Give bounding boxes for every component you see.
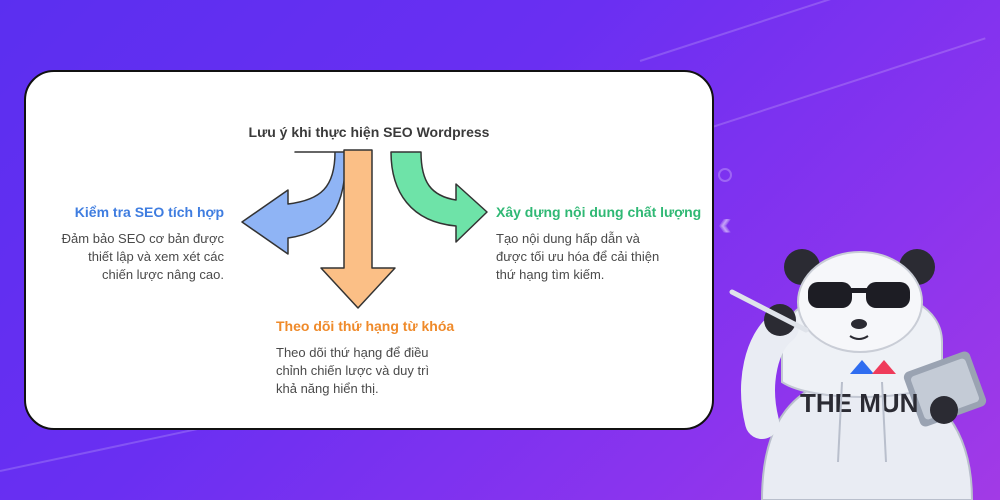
node-title-middle: Theo dõi thứ hạng từ khóa [276,318,455,334]
background-ring [718,168,732,182]
node-desc-middle: Theo dõi thứ hạng để điều chỉnh chiến lư… [276,344,466,398]
diagram-card: Lưu ý khi thực hiện SEO Wordpress Kiểm t… [24,70,714,430]
background-streak [699,37,986,132]
desc-line: thứ hạng tìm kiếm. [496,267,605,282]
node-title-left: Kiểm tra SEO tích hợp [74,204,224,220]
node-desc-right: Tạo nội dung hấp dẫn và được tối ưu hóa … [496,230,696,284]
node-desc-left: Đảm bảo SEO cơ bản được thiết lập và xem… [34,230,224,284]
desc-line: Theo dõi thứ hạng để điều [276,345,429,360]
arrow-middle [320,149,396,309]
flow-arrows [241,149,488,309]
desc-line: khả năng hiển thị. [276,381,379,396]
panda-mascot-icon: THE MUN [729,249,987,500]
node-title-right: Xây dựng nội dung chất lượng [496,204,702,220]
desc-line: chiến lược nâng cao. [101,267,224,282]
desc-line: được tối ưu hóa để cải thiện [496,249,660,264]
diagram-title: Lưu ý khi thực hiện SEO Wordpress [248,124,490,140]
desc-line: Tạo nội dung hấp dẫn và [496,231,640,246]
arrow-left [241,151,347,255]
arrow-right [390,151,488,243]
desc-line: Đảm bảo SEO cơ bản được [61,231,224,246]
desc-line: chỉnh chiến lược và duy trì [276,363,430,378]
desc-line: thiết lập và xem xét các [88,249,224,264]
background-streak [639,0,983,62]
hoodie-text: THE MUN [800,388,918,418]
